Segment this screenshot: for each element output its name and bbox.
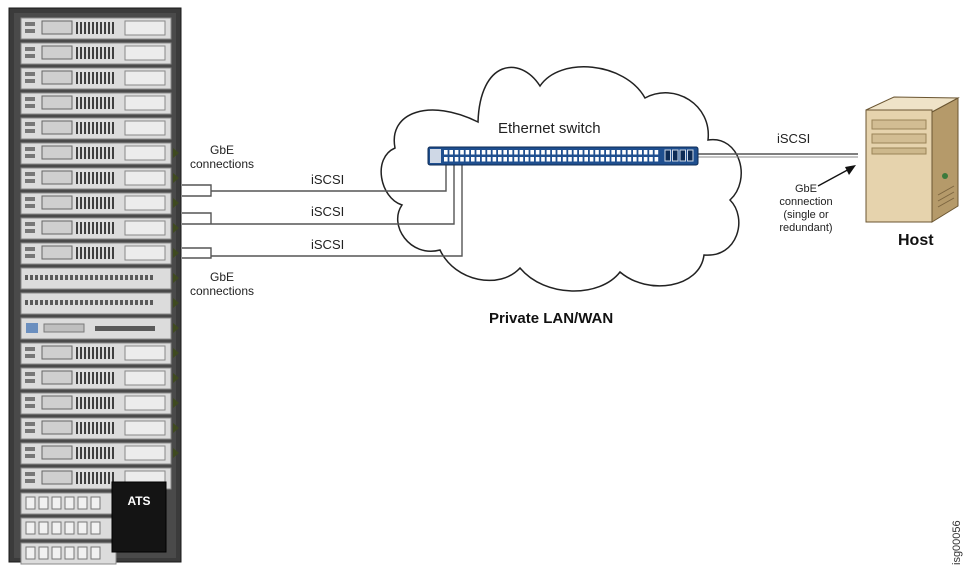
host-label: Host bbox=[898, 232, 934, 249]
rack-units bbox=[20, 17, 179, 565]
rack-unit bbox=[20, 342, 179, 365]
ethernet-switch-icon bbox=[427, 146, 699, 166]
iscsi-label-3: iSCSI bbox=[311, 237, 345, 252]
rack-unit bbox=[20, 42, 172, 65]
rack-unit bbox=[20, 292, 179, 315]
iscsi-line-2 bbox=[182, 165, 455, 225]
iscsi-host-label: iSCSI bbox=[777, 131, 811, 146]
gbe-connections-label-top: GbE connections bbox=[189, 143, 255, 171]
storage-rack-icon: ATS bbox=[8, 7, 182, 565]
rack-unit bbox=[20, 542, 117, 565]
rack-unit bbox=[20, 92, 172, 115]
host-connection-label: GbE connection (single or redundant) bbox=[779, 183, 833, 234]
iscsi-line-1 bbox=[182, 165, 447, 197]
figure-id: isg00056 bbox=[951, 520, 963, 565]
rack-unit bbox=[20, 442, 179, 465]
rack-unit bbox=[20, 142, 179, 165]
rack-unit bbox=[20, 242, 179, 265]
rack-unit bbox=[20, 517, 117, 540]
gbe-connections-label-bottom: GbE connections bbox=[189, 270, 255, 298]
iscsi-line-3 bbox=[182, 165, 463, 259]
rack-unit bbox=[20, 392, 179, 415]
rack-unit bbox=[20, 267, 179, 290]
rack-unit bbox=[20, 17, 172, 40]
rack-unit bbox=[20, 167, 179, 190]
rack-unit bbox=[20, 317, 179, 340]
switch-ports bbox=[444, 149, 694, 162]
iscsi-label-1: iSCSI bbox=[311, 172, 345, 187]
ats-box bbox=[111, 481, 167, 553]
arrow-icon bbox=[817, 165, 856, 187]
rack-unit bbox=[20, 67, 172, 90]
rack-unit bbox=[20, 367, 179, 390]
iscsi-label-2: iSCSI bbox=[311, 204, 345, 219]
rack-unit bbox=[20, 117, 172, 140]
network-cloud-icon bbox=[380, 66, 742, 292]
rack-unit bbox=[20, 217, 179, 240]
ats-label: ATS bbox=[127, 494, 150, 508]
switch-label: Ethernet switch bbox=[498, 120, 601, 137]
rack-unit bbox=[20, 417, 179, 440]
rack-unit bbox=[20, 192, 179, 215]
network-label: Private LAN/WAN bbox=[489, 310, 614, 327]
rack-unit bbox=[20, 492, 117, 515]
rack-unit bbox=[20, 467, 172, 490]
connection-lines bbox=[182, 153, 858, 259]
host-server-icon bbox=[865, 96, 960, 223]
